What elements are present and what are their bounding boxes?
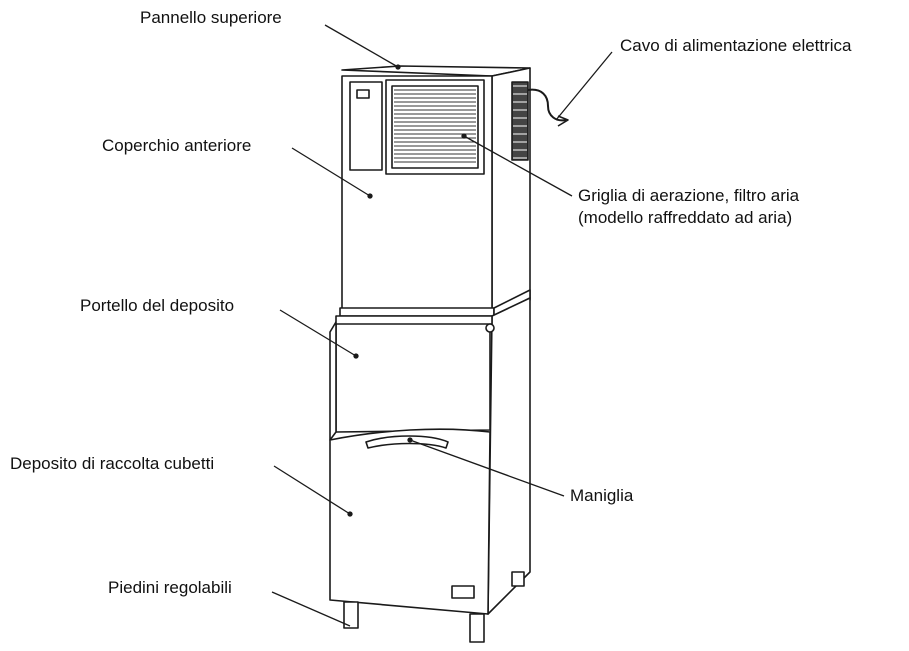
leader-bin-door [279, 309, 357, 357]
leader-cube-bin [273, 465, 351, 515]
label-handle: Maniglia [570, 486, 634, 505]
leader-handle [409, 439, 565, 497]
leader-air-grille [463, 135, 573, 197]
leader-power-cord [555, 51, 613, 121]
label-plate [451, 585, 475, 599]
label-top-panel: Pannello superiore [140, 8, 282, 27]
foot-front-left [343, 601, 359, 629]
handle [365, 435, 449, 449]
control-panel [349, 81, 383, 171]
cube-bin [329, 428, 491, 615]
label-power-cord: Cavo di alimentazione elettrica [620, 36, 852, 55]
label-adjustable-feet: Piedini regolabili [108, 578, 232, 597]
leader-front-cover [291, 147, 371, 197]
label-air-grille-line2: (modello raffreddato ad aria) [578, 208, 793, 227]
label-air-grille-line1: Griglia di aerazione, filtro aria [578, 186, 800, 205]
power-cord [527, 88, 567, 122]
foot-back-right [511, 571, 525, 587]
bin-door [335, 321, 491, 433]
leader-adjustable-feet [271, 591, 351, 627]
label-front-cover: Coperchio anteriore [102, 136, 252, 155]
grille-mesh [394, 85, 527, 167]
control-panel-window [356, 89, 370, 99]
label-bin-door: Portello del deposito [80, 296, 235, 315]
leader-top-panel [324, 24, 399, 68]
foot-front-right [469, 613, 485, 643]
bin-side-panel [487, 297, 531, 615]
unit-joint [339, 307, 495, 317]
label-cube-bin: Deposito di raccolta cubetti [10, 454, 215, 473]
